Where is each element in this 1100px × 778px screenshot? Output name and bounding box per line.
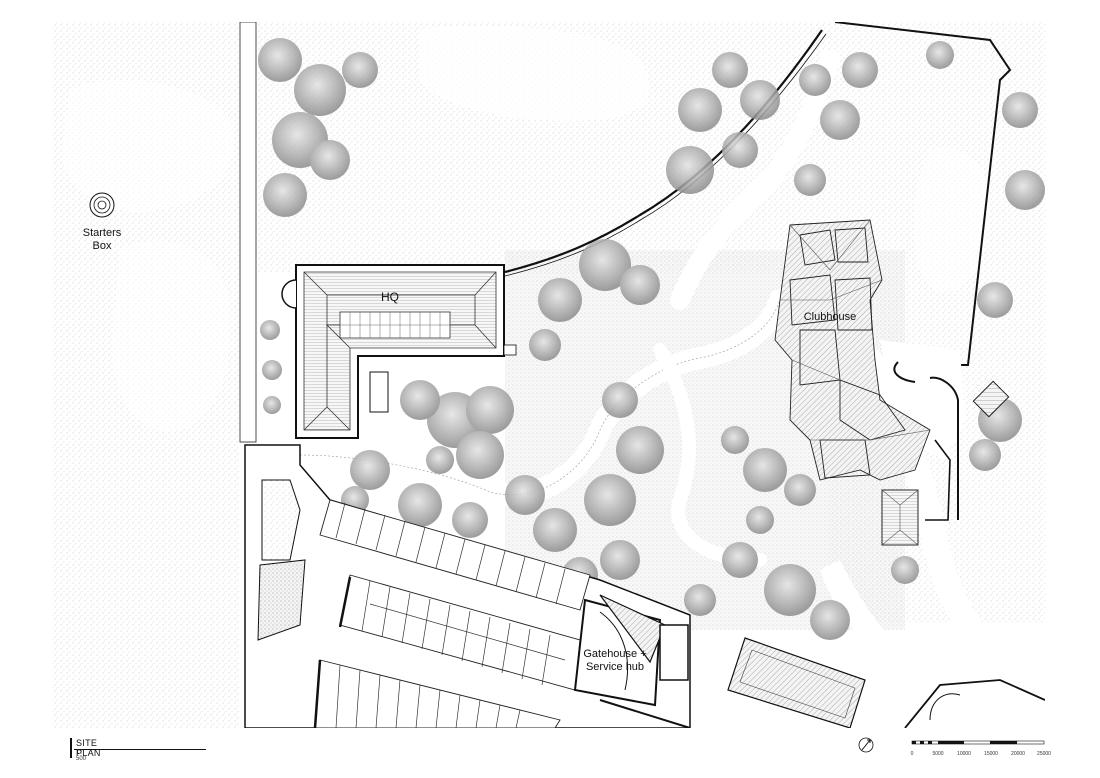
gatehouse-label-line1: Gatehouse +	[583, 648, 647, 660]
scale-tick: 10000	[957, 751, 971, 757]
north-arrow-icon	[858, 737, 874, 753]
clubhouse-label: Clubhouse	[803, 311, 857, 323]
starters-box-label: Starters Box	[78, 227, 126, 253]
north-path	[670, 50, 840, 310]
scale-tick: 5000	[932, 751, 944, 757]
service-building-south	[727, 637, 866, 728]
scale-tick: 25000	[1037, 751, 1051, 757]
parking-bays-row2	[361, 580, 566, 686]
scale-bar-graphic	[911, 740, 1045, 745]
clubhouse-forecourt-curves	[893, 361, 959, 520]
gatehouse-label-line2: Service hub	[585, 661, 645, 673]
hq-building	[281, 264, 517, 439]
scale-tick: 20000	[1011, 751, 1025, 757]
hq-label: HQ	[381, 290, 399, 304]
loop-path	[653, 343, 767, 567]
starters-box-label-line1: Starters	[82, 227, 122, 239]
clubhouse-building	[774, 219, 1010, 546]
drawing-scale: 1 : 500	[76, 750, 87, 762]
parking-bays-row1	[335, 502, 566, 605]
access-road	[239, 22, 257, 443]
starters-box-label-line2: Box	[92, 240, 112, 252]
fairway-southwest	[111, 240, 231, 432]
gatehouse-building	[573, 594, 691, 728]
title-bar	[70, 738, 72, 758]
drawing-title: SITE PLAN	[76, 738, 101, 758]
fairway-east	[913, 148, 991, 292]
title-underline	[74, 749, 206, 750]
scale-bar: 0 5000 10000 15000 20000 25000	[908, 738, 1051, 762]
fairway-west	[61, 80, 234, 212]
scale-tick: 15000	[984, 751, 998, 757]
scale-tick: 0	[910, 751, 914, 757]
gatehouse-label: Gatehouse + Service hub	[570, 648, 660, 674]
target-circle-icon	[89, 192, 115, 218]
east-boundary-wall	[834, 22, 1012, 366]
fairway-oval	[420, 25, 650, 121]
